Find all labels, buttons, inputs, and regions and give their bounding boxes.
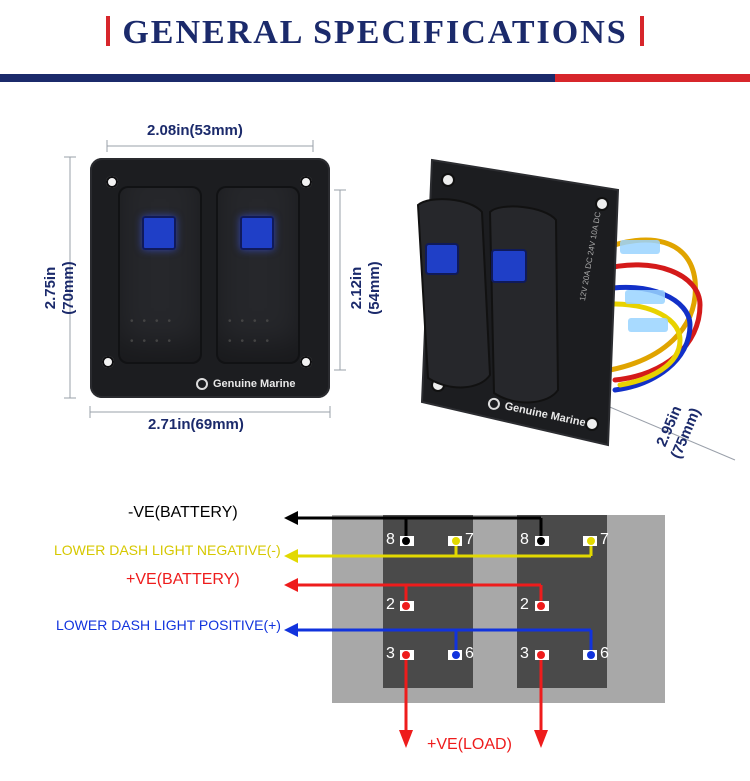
pin-3-right: 3 (520, 645, 529, 662)
genuine-marine-logo-icon (196, 378, 208, 390)
label-lower-dash-negative: LOWER DASH LIGHT NEGATIVE(-) (54, 542, 281, 558)
rocker-switch-left: •••• •••• (118, 186, 202, 364)
mount-hole (300, 176, 312, 188)
header-stripe-blue (0, 74, 555, 82)
header: GENERAL SPECIFICATIONS (0, 14, 750, 52)
label-pos-load: +VE(LOAD) (427, 736, 512, 753)
pin-7-left: 7 (465, 531, 474, 548)
front-switch-panel: •••• •••• •••• •••• Genuine Marine (90, 158, 330, 398)
pin-6-right: 6 (600, 645, 609, 662)
pin-8-right: 8 (520, 531, 529, 548)
label-neg-battery: -VE(BATTERY) (128, 504, 238, 521)
brand-mark: Genuine Marine (196, 378, 296, 390)
rocker-dots: •••• (130, 316, 181, 327)
pin-7-right: 7 (600, 531, 609, 548)
mount-hole (300, 356, 312, 368)
dim-width-top: 2.08in(53mm) (147, 122, 243, 139)
header-stripe-red (555, 74, 750, 82)
mount-hole (102, 356, 114, 368)
switch-block-outline (332, 515, 665, 703)
page-title: GENERAL SPECIFICATIONS (122, 14, 628, 51)
label-lower-dash-positive: LOWER DASH LIGHT POSITIVE(+) (56, 617, 281, 633)
pin-6-left: 6 (465, 645, 474, 662)
rocker-dots: •••• (228, 336, 279, 347)
blue-led-indicator (240, 216, 274, 250)
rocker-dots: •••• (228, 316, 279, 327)
title-tick-left (106, 16, 111, 46)
title-tick-right (639, 16, 644, 46)
pin-3-left: 3 (386, 645, 395, 662)
pin-2-left: 2 (386, 596, 395, 613)
label-pos-battery: +VE(BATTERY) (126, 571, 240, 588)
dim-width-bottom: 2.71in(69mm) (148, 416, 244, 433)
rocker-dots: •••• (130, 336, 181, 347)
brand-name: Genuine Marine (213, 378, 296, 390)
mount-hole (106, 176, 118, 188)
pin-2-right: 2 (520, 596, 529, 613)
pin-8-left: 8 (386, 531, 395, 548)
blue-led-indicator (142, 216, 176, 250)
rocker-switch-right: •••• •••• (216, 186, 300, 364)
